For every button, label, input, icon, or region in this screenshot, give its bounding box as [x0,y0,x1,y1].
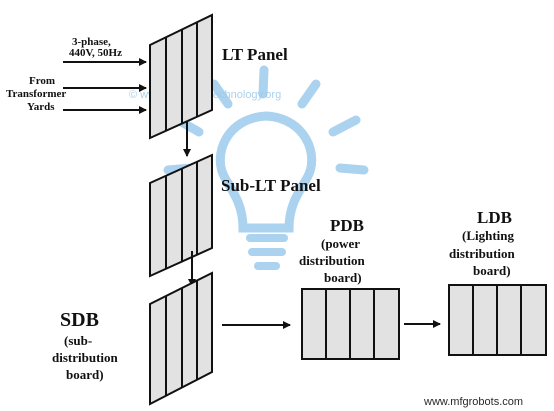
sdb-label: SDB [60,309,99,331]
pdb-desc-line-1: (power [321,236,360,251]
footer-url: www.mfgrobots.com [423,396,523,408]
sdb-panel-shape [149,271,213,406]
ldb-panel-shape [448,284,547,356]
sdb-desc-line-3: board) [66,367,104,382]
sdb-desc-line-1: (sub- [64,333,92,348]
lt-panel-shape [149,13,213,140]
ldb-desc-line-3: board) [473,263,511,278]
pdb-desc-line-2: distribution [299,253,366,268]
source-line-2: Transformer [6,88,66,100]
input-arrows [63,58,147,114]
supply-spec-line-2: 440V, 50Hz [69,47,122,59]
sdb-desc-line-2: distribution [52,350,119,365]
pdb-desc-line-3: board) [324,270,362,285]
source-line-1: From [29,75,55,87]
source-line-3: Yards [27,101,55,113]
pdb-panel-shape [301,288,400,360]
lt-panel-label: LT Panel [222,45,288,64]
ldb-desc-line-2: distribution [449,246,516,261]
supply-spec-line-1: 3-phase, [72,36,111,48]
pdb-label: PDB [330,216,364,235]
sub-lt-panel-label: Sub-LT Panel [221,176,321,195]
ldb-label: LDB [477,208,512,227]
ldb-desc-line-1: (Lighting [462,228,515,243]
sub-lt-panel-shape [149,153,213,278]
